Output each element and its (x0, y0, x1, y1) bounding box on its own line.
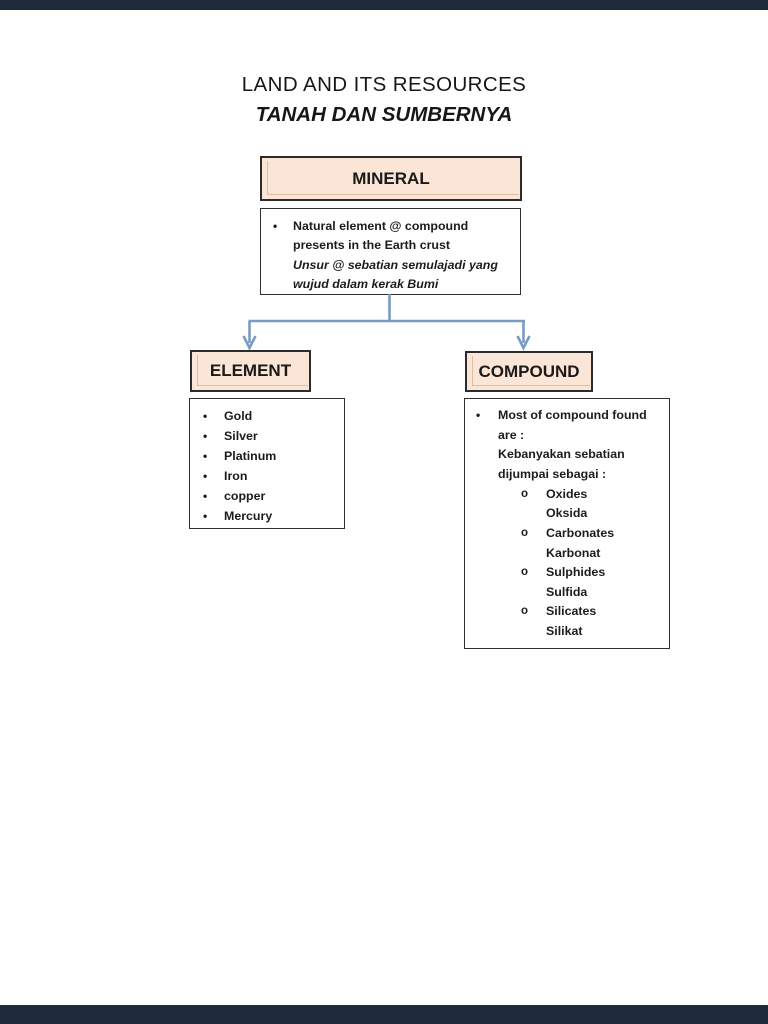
bullet-icon: • (203, 409, 208, 423)
compound-item-en: Carbonates (546, 526, 615, 540)
element-item-label: Silver (224, 429, 258, 443)
arrowhead-left-icon (242, 335, 257, 351)
intro-line: dijumpai sebagai : (498, 467, 607, 482)
compound-item-en: Silicates (546, 604, 597, 619)
compound-sub-item: o Carbonates Karbonat (476, 524, 669, 563)
mineral-header-label: MINERAL (352, 168, 430, 188)
page-title: LAND AND ITS RESOURCES TANAH DAN SUMBERN… (0, 72, 768, 128)
circle-bullet-icon: o (521, 487, 529, 500)
bullet-icon: • (476, 408, 481, 422)
circle-bullet-icon: o (521, 566, 529, 579)
description-line-en: Natural element @ compound (293, 219, 469, 233)
compound-item-ms: Silikat (546, 623, 583, 638)
list-item: • Silver (203, 426, 344, 446)
description-line-ms: Unsur @ sebatian semulajadi yang (293, 257, 498, 272)
list-item: • Mercury (203, 506, 344, 526)
compound-list-box: • Most of compound found are : Kebanyaka… (464, 398, 670, 649)
mineral-description-text: Natural element @ compound presents in t… (293, 217, 498, 294)
arrowhead-right-icon (516, 335, 531, 351)
bullet-icon: • (203, 509, 208, 523)
element-item-label: Platinum (224, 449, 277, 463)
compound-sub-item: o Sulphides Sulfida (476, 563, 669, 602)
bullet-icon: • (203, 469, 208, 483)
list-item: • Gold (203, 406, 344, 426)
mineral-header-box: MINERAL (260, 156, 522, 201)
compound-intro: • Most of compound found are : Kebanyaka… (476, 406, 669, 485)
element-list-box: • Gold • Silver • Platinum • Iron • copp… (189, 398, 345, 529)
intro-line: Kebanyakan sebatian (498, 447, 625, 462)
viewer-chrome-bottom-bar (0, 1005, 768, 1024)
compound-header-box: COMPOUND (465, 351, 593, 392)
bullet-icon: • (203, 449, 208, 463)
compound-item-en: Sulphides (546, 565, 606, 580)
list-item: • Iron (203, 466, 344, 486)
mineral-description-box: • Natural element @ compound presents in… (260, 208, 521, 295)
bullet-icon: • (203, 489, 208, 503)
mineral-description-item: • Natural element @ compound presents in… (273, 217, 520, 294)
list-item: • copper (203, 486, 344, 506)
description-line-ms: wujud dalam kerak Bumi (293, 276, 439, 291)
compound-item-ms: Karbonat (546, 545, 601, 560)
element-header-label: ELEMENT (209, 361, 292, 380)
compound-sub-item-text: Sulphides Sulfida (546, 563, 605, 602)
tree-connector-arrows (242, 294, 531, 351)
element-item-label: copper (224, 489, 266, 503)
compound-item-ms: Oksida (546, 506, 588, 521)
compound-sub-item-text: Silicates Silikat (546, 602, 596, 641)
intro-line: are : (498, 427, 525, 442)
element-item-label: Gold (224, 409, 253, 423)
circle-bullet-icon: o (521, 605, 529, 618)
compound-item-en: Oxides (546, 486, 588, 501)
compound-item-ms: Sulfida (546, 584, 588, 599)
compound-sub-item-text: Oxides Oksida (546, 485, 587, 524)
element-item-label: Iron (224, 469, 248, 483)
compound-header-label: COMPOUND (478, 361, 580, 381)
title-malay: TANAH DAN SUMBERNYA (255, 103, 513, 126)
element-item-label: Mercury (224, 509, 273, 523)
element-header-box: ELEMENT (190, 350, 311, 392)
compound-sub-item: o Silicates Silikat (476, 602, 669, 641)
compound-intro-text: Most of compound found are : Kebanyakan … (498, 406, 647, 485)
intro-line: Most of compound found (498, 408, 647, 422)
compound-sub-item-text: Carbonates Karbonat (546, 524, 614, 563)
bullet-icon: • (273, 219, 278, 233)
viewer-chrome-top-bar (0, 0, 768, 10)
list-item: • Platinum (203, 446, 344, 466)
title-english: LAND AND ITS RESOURCES (241, 73, 527, 96)
bullet-icon: • (203, 429, 208, 443)
circle-bullet-icon: o (521, 527, 529, 539)
compound-sub-item: o Oxides Oksida (476, 485, 669, 524)
description-line-en: presents in the Earth crust (293, 238, 450, 253)
